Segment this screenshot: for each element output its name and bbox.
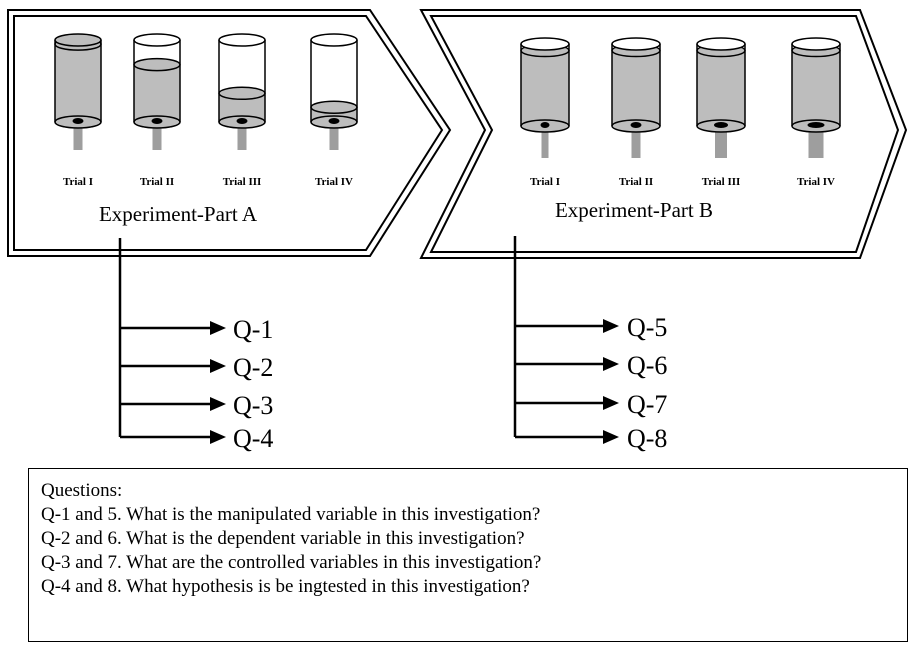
part-a-arrowheads (210, 321, 226, 444)
question-4-and-8: Q-4 and 8. What hypothesis is be ingtest… (41, 576, 530, 597)
question-1-and-5: Q-1 and 5. What is the manipulated varia… (41, 504, 541, 525)
part-b-title: Experiment-Part B (555, 198, 713, 222)
part-a-cylinder-2: Trial II (133, 33, 181, 188)
part-b-cylinder-rim-3 (696, 37, 746, 51)
part-a-outlet-pipe-3 (237, 118, 247, 150)
part-a-cylinder-rim-2 (133, 33, 181, 47)
part-b-cylinder-1: Trial I (520, 37, 570, 188)
part-a-liquid-surface-3 (218, 86, 266, 101)
part-b-trial-label-3: Trial III (702, 176, 741, 188)
part-b-liquid-4 (792, 50, 840, 133)
part-b-cylinder-rim-4 (791, 37, 841, 51)
part-a-cylinder-3: Trial III (218, 33, 266, 188)
part-a-liquid-3 (219, 93, 265, 128)
part-b-liquid-3 (697, 50, 745, 133)
part-a-cylinder-rim-1 (54, 33, 102, 47)
part-b-drain-hole-2 (630, 122, 642, 128)
part-a-trial-label-2: Trial II (140, 176, 174, 188)
part-a-liquid-surface-4 (310, 100, 358, 114)
part-b-trial-label-1: Trial I (530, 176, 560, 188)
part-b-connector-tree (513, 236, 605, 439)
q-label-a-2: Q-2 (233, 353, 273, 382)
q-label-a-4: Q-4 (233, 424, 273, 453)
part-a-title: Experiment-Part A (99, 202, 258, 226)
part-a-outlet-pipe-1 (73, 118, 83, 150)
part-b-trial-label-4: Trial IV (797, 176, 835, 188)
part-a-drain-hole-2 (151, 118, 163, 124)
part-b-outlet-pipe-2 (631, 122, 641, 158)
question-3-and-7: Q-3 and 7. What are the controlled varia… (41, 552, 542, 573)
part-a-trial-label-1: Trial I (63, 176, 93, 188)
part-a-cylinder-4: Trial IV (310, 33, 358, 188)
part-b-cylinder-3: Trial III (696, 37, 746, 188)
q-label-a-1: Q-1 (233, 315, 273, 344)
part-b-outlet-pipe-1 (541, 122, 549, 158)
q-label-b-5: Q-5 (627, 313, 667, 342)
part-b-cylinder-4: Trial IV (791, 37, 841, 188)
part-a-cylinder-rim-3 (218, 33, 266, 47)
q-label-b-7: Q-7 (627, 390, 667, 419)
part-b-cylinder-rim-2 (611, 37, 661, 51)
part-b-drain-hole-1 (540, 122, 550, 128)
questions-heading: Questions: (41, 480, 123, 501)
part-b-arrowheads (603, 319, 619, 444)
part-a-drain-hole-4 (328, 118, 340, 124)
part-b-drain-hole-4 (807, 122, 825, 128)
part-a-banner: Trial I Trial II Trial III Trial IV Experim… (7, 9, 452, 257)
part-b-trial-label-2: Trial II (619, 176, 653, 188)
part-a-liquid-2 (134, 64, 180, 128)
part-a-connector-tree (118, 238, 212, 439)
q-label-a-3: Q-3 (233, 391, 273, 420)
part-a-liquid-surface-2 (133, 57, 181, 72)
part-b-banner: Trial I Trial II Trial III Trial IV Experim… (419, 9, 908, 259)
q-label-b-6: Q-6 (627, 351, 667, 380)
part-a-drain-hole-1 (72, 118, 84, 124)
q-label-b-8: Q-8 (627, 424, 667, 453)
part-b-drain-hole-3 (714, 122, 728, 128)
part-b-liquid-1 (521, 50, 569, 133)
part-b-cylinder-rim-1 (520, 37, 570, 51)
part-a-trial-label-3: Trial III (223, 176, 262, 188)
part-a-outlet-pipe-2 (152, 118, 162, 150)
part-b-liquid-2 (612, 50, 660, 133)
part-a-cylinder-rim-4 (310, 33, 358, 47)
part-a-outlet-pipe-4 (329, 118, 339, 150)
questions-box: Questions: Q-1 and 5. What is the manipu… (28, 468, 908, 642)
question-2-and-6: Q-2 and 6. What is the dependent variabl… (41, 528, 525, 549)
part-a-liquid-1 (55, 44, 101, 128)
part-b-cylinder-2: Trial II (611, 37, 661, 188)
part-a-trial-label-4: Trial IV (315, 176, 353, 188)
part-a-drain-hole-3 (236, 118, 248, 124)
part-a-cylinder-1: Trial I (54, 33, 102, 188)
